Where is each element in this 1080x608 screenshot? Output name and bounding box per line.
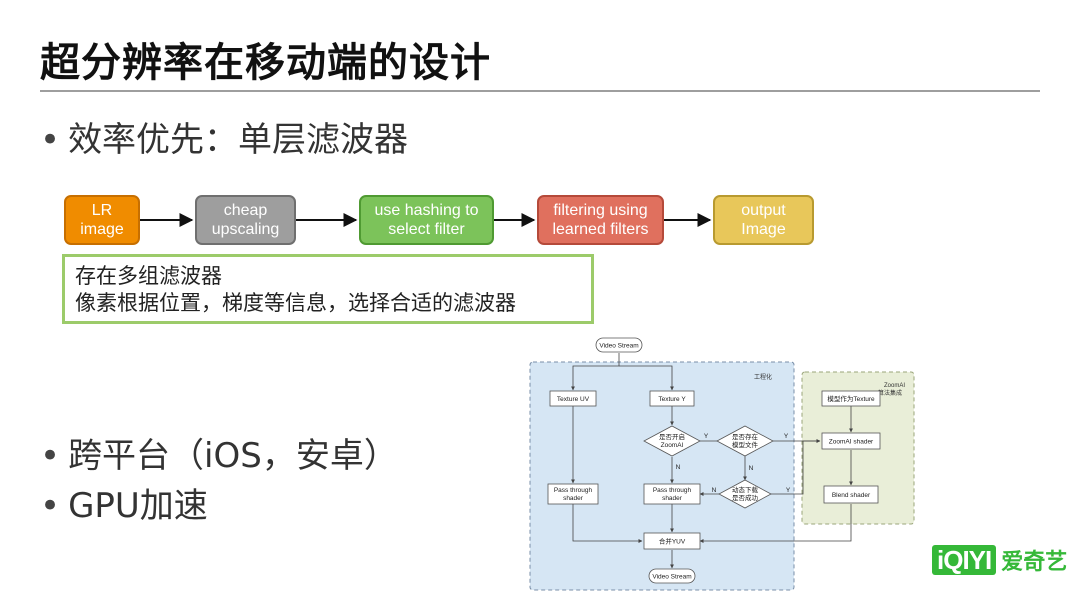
slide-title: 超分辨率在移动端的设计 (40, 40, 491, 86)
node-merge-yuv-text: 合并YUV (659, 537, 686, 546)
node-texture-y-text: Texture Y (658, 396, 686, 403)
node-decision-zoomai (643, 425, 701, 457)
bullet-gpu: •GPU加速 (40, 478, 208, 527)
bullet-crossplatform-text: 跨平台（iOS，安卓） (68, 436, 398, 476)
node-pass-mid (643, 483, 701, 505)
bullet-efficiency: •效率优先：单层滤波器 (40, 112, 408, 161)
pipeline-hash-line2: select filter (388, 221, 465, 238)
filter-note-line1: 存在多组滤波器 (75, 264, 222, 288)
node-zoomai-shader-text: ZoomAI shader (829, 439, 874, 446)
title-divider (40, 90, 1040, 92)
node-zoomai-shader (821, 432, 881, 450)
pipeline-cheap-line2: upscaling (211, 221, 280, 238)
pipeline-cheap-upscaling: cheap upscaling (195, 195, 296, 245)
bullet-gpu-text: GPU加速 (68, 486, 208, 526)
node-texture-uv-text: Texture UV (557, 396, 590, 403)
bullet-crossplatform: •跨平台（iOS，安卓） (40, 428, 398, 477)
node-blend-shader-text: Blend shader (832, 492, 871, 499)
pipeline-lr-line2: image (80, 221, 124, 238)
bullet-dot-icon: • (40, 486, 61, 526)
filter-note-line2: 像素根据位置，梯度等信息，选择合适的滤波器 (75, 291, 516, 315)
node-decision-download-l2: 是否成功 (732, 493, 759, 502)
node-pass-mid-l1: Pass through (653, 487, 692, 494)
pipeline-cheap-line1: cheap (223, 202, 268, 219)
node-pass-left-l2: shader (563, 495, 584, 502)
node-pass-left (547, 483, 599, 505)
iqiyi-logo-mark: iQIYI (932, 545, 997, 575)
node-decision-download-l1: 动态下载 (732, 485, 759, 494)
edge-label-y1: Y (704, 433, 709, 440)
pipeline-lr-line1: LR (91, 202, 113, 219)
node-video-out (648, 568, 696, 584)
pipeline-output-line1: output (741, 202, 786, 219)
node-decision-download (718, 479, 772, 509)
bullet-efficiency-text: 效率优先：单层滤波器 (68, 120, 409, 160)
node-decision-model (716, 425, 774, 457)
node-pass-mid-l2: shader (662, 495, 683, 502)
pipeline-output-line2: Image (741, 221, 786, 238)
edge-label-n2: N (749, 465, 754, 472)
brand-logo: iQIYI 爱奇艺 (932, 544, 1067, 576)
node-model-texture-text: 模型作为Texture (827, 394, 875, 403)
node-video-in-text: Video Stream (599, 343, 638, 350)
node-blend-shader (823, 485, 879, 504)
pipeline-hashing: use hashing to select filter (359, 195, 494, 245)
filter-note-box: 存在多组滤波器 像素根据位置，梯度等信息，选择合适的滤波器 (62, 254, 594, 324)
edge-label-n1: N (676, 464, 681, 471)
node-decision-zoomai-l2: ZoomAI (661, 442, 684, 449)
zoomai-flowchart: 工程化 ZoomAI 算法集成 Video Stream Texture UV … (529, 337, 915, 591)
node-decision-zoomai-l1: 是否开启 (659, 432, 685, 441)
iqiyi-logo-text: 爱奇艺 (1001, 550, 1068, 575)
group-engineering-label: 工程化 (754, 373, 772, 381)
edge-label-n3: N (712, 487, 717, 494)
pipeline-filtering: filtering using learned filters (537, 195, 664, 245)
bullet-dot-icon: • (40, 436, 61, 476)
pipeline-filter-line1: filtering using (553, 202, 648, 219)
bullet-dot-icon: • (40, 120, 61, 160)
pipeline-hash-line1: use hashing to (374, 202, 479, 219)
group-algorithm-label-1: ZoomAI (884, 383, 905, 389)
node-video-out-text: Video Stream (652, 574, 691, 581)
group-engineering (529, 361, 795, 591)
node-decision-model-l2: 模型文件 (732, 440, 759, 449)
pipeline-filter-line2: learned filters (552, 221, 649, 238)
node-texture-uv (549, 390, 597, 407)
node-merge-yuv (643, 532, 701, 550)
pipeline-lr-image: LR image (64, 195, 140, 245)
edge-label-y3: Y (786, 487, 791, 494)
node-model-texture (821, 390, 881, 407)
node-video-in (595, 337, 643, 353)
node-decision-model-l1: 是否存在 (732, 432, 759, 441)
edge-label-y2: Y (784, 433, 789, 440)
node-texture-y (649, 390, 695, 407)
group-algorithm-label-2: 算法集成 (878, 389, 902, 397)
node-pass-left-l1: Pass through (554, 487, 593, 494)
